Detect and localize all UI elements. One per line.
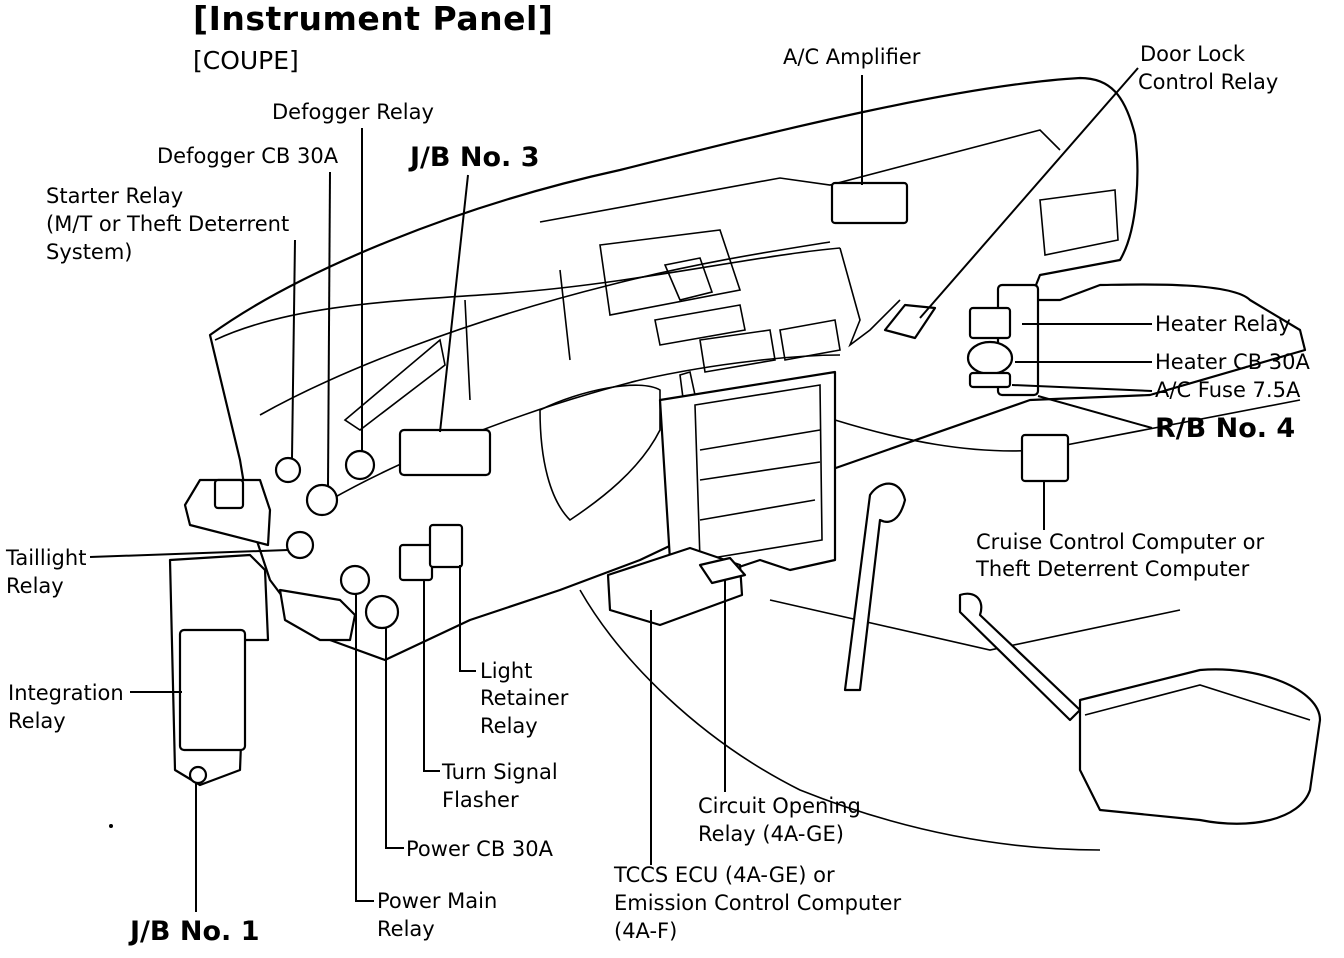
defogger-relay-socket (344, 449, 376, 481)
label-defogger-cb: Defogger CB 30A (157, 144, 339, 168)
leader-defogger-cb (327, 171, 331, 487)
heater-relay-box (968, 306, 1012, 340)
leader-rb4 (1037, 395, 1153, 429)
cruise-control-computer-box (1020, 433, 1070, 483)
power-main-relay-socket (339, 564, 371, 596)
leader-turn-signal (423, 580, 440, 772)
label-light-retainer-line2: Retainer (480, 686, 569, 710)
leader-jb3 (439, 174, 469, 433)
leader-door-lock (919, 67, 1139, 319)
label-taillight-line2: Relay (6, 574, 64, 598)
door-lock-relay-box (883, 303, 937, 340)
label-turn-signal-line1: Turn Signal (442, 760, 558, 784)
label-power-main-line1: Power Main (377, 889, 498, 913)
label-circuit-line2: Relay (4A-GE) (698, 822, 844, 846)
label-heater-cb: Heater CB 30A (1155, 350, 1310, 374)
leader-taillight (89, 549, 289, 558)
page-title: [Instrument Panel] (193, 0, 554, 38)
leader-power-cb (385, 628, 404, 849)
leader-light-retainer (459, 565, 476, 672)
label-taillight-line1: Taillight (6, 546, 87, 570)
label-door-lock-line1: Door Lock (1140, 42, 1246, 66)
label-power-main-line2: Relay (377, 917, 435, 941)
leader-power-main (355, 594, 374, 902)
label-turn-signal-line2: Flasher (442, 788, 519, 812)
jb1-bracket (183, 478, 272, 547)
taillight-relay-socket (285, 530, 315, 560)
label-integration-line1: Integration (8, 681, 124, 705)
label-cruise-line1: Cruise Control Computer or (976, 530, 1265, 554)
label-heater-relay: Heater Relay (1155, 312, 1291, 336)
power-cb-socket (364, 594, 400, 630)
leader-starter-relay (291, 239, 296, 459)
label-rb4: R/B No. 4 (1155, 413, 1296, 444)
label-jb1: J/B No. 1 (130, 916, 260, 947)
label-defogger-relay: Defogger Relay (272, 100, 434, 124)
light-retainer-relay-box (428, 523, 464, 569)
label-cruise-line2: Theft Deterrent Computer (976, 557, 1250, 581)
jb3-box (398, 428, 492, 477)
label-ac-fuse: A/C Fuse 7.5A (1155, 378, 1301, 402)
jb1-mount-hole (188, 765, 208, 785)
label-tccs-line3: (4A-F) (614, 919, 678, 943)
label-jb3: J/B No. 3 (410, 142, 540, 173)
turn-signal-flasher-box (398, 543, 434, 582)
label-door-lock-line2: Control Relay (1138, 70, 1279, 94)
heater-cb-box (966, 340, 1014, 376)
ac-fuse-box (968, 371, 1012, 389)
label-integration-line2: Relay (8, 709, 66, 733)
label-light-retainer-line1: Light (480, 659, 533, 683)
ac-amplifier-box (830, 181, 909, 225)
leader-lines (89, 67, 1153, 912)
dashboard-outline (208, 76, 1322, 851)
stray-dot (109, 824, 113, 828)
label-circuit-line1: Circuit Opening (698, 794, 861, 818)
components (109, 181, 1070, 828)
starter-relay-block (213, 478, 245, 510)
label-ac-amplifier: A/C Amplifier (783, 45, 921, 69)
label-starter-line3: System) (46, 240, 133, 264)
label-light-retainer-line3: Relay (480, 714, 538, 738)
label-power-cb: Power CB 30A (406, 837, 553, 861)
integration-relay-box (178, 628, 247, 752)
label-starter-line1: Starter Relay (46, 184, 184, 208)
circuit-opening-relay-box (698, 556, 747, 585)
defogger-cb-socket (305, 483, 339, 517)
label-tccs-line1: TCCS ECU (4A-GE) or (614, 863, 835, 887)
starter-relay-socket (274, 456, 302, 484)
leader-ac-fuse (1011, 384, 1153, 392)
label-tccs-line2: Emission Control Computer (614, 891, 902, 915)
label-starter-line2: (M/T or Theft Deterrent (46, 212, 290, 236)
lower-bracket (278, 588, 357, 642)
page-subtitle: [COUPE] (193, 46, 299, 75)
